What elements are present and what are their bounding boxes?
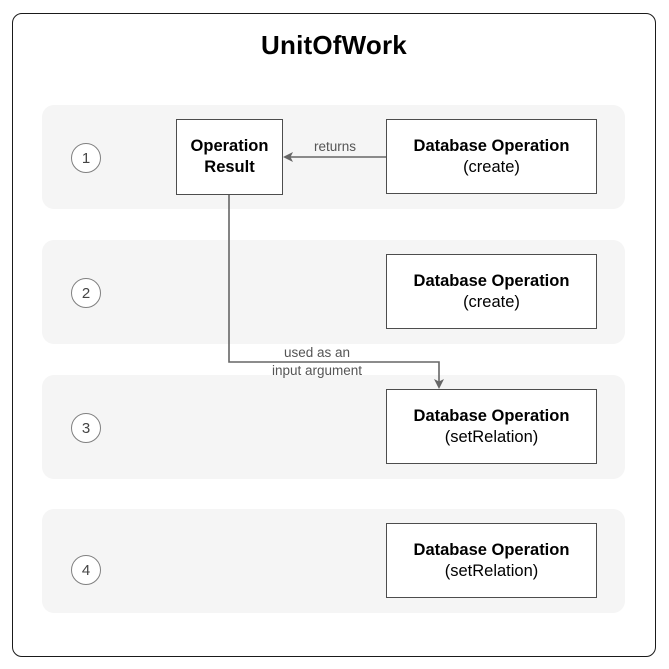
step-number-2: 2 — [71, 278, 101, 308]
operation-result-line2: Result — [204, 158, 255, 176]
input-argument-label: used as an input argument — [262, 344, 372, 380]
database-operation-box-3: Database Operation (setRelation) — [386, 389, 597, 464]
step-number-4: 4 — [71, 555, 101, 585]
operation-title: Database Operation — [413, 271, 570, 290]
diagram-title: UnitOfWork — [261, 30, 407, 60]
step-number-3: 3 — [71, 413, 101, 443]
database-operation-box-4: Database Operation (setRelation) — [386, 523, 597, 598]
operation-title: Database Operation — [413, 540, 570, 559]
operation-title: Database Operation — [413, 136, 570, 155]
operation-type: (setRelation) — [444, 561, 539, 580]
input-argument-arrow — [228, 195, 444, 389]
operation-title: Database Operation — [413, 406, 570, 425]
input-argument-label-line2: input argument — [271, 363, 363, 378]
operation-type: (create) — [463, 157, 520, 176]
operation-result-line1: Operation — [190, 137, 269, 155]
database-operation-box-1: Database Operation (create) — [386, 119, 597, 194]
returns-label: returns — [313, 139, 357, 154]
operation-type: (create) — [463, 292, 520, 311]
input-argument-label-line1: used as an — [283, 345, 351, 360]
database-operation-box-2: Database Operation (create) — [386, 254, 597, 329]
operation-type: (setRelation) — [444, 427, 539, 446]
operation-result-box: Operation Result — [176, 119, 283, 195]
step-number-1: 1 — [71, 143, 101, 173]
